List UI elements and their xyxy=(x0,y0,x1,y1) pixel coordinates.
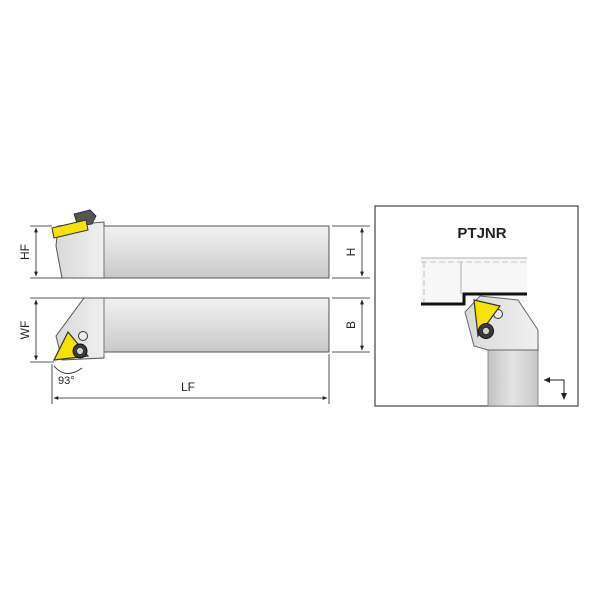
top-shank xyxy=(103,297,330,353)
h-dimension: H xyxy=(332,225,370,279)
wf-label: WF xyxy=(18,321,32,340)
panel-title: PTJNR xyxy=(457,225,506,242)
top-view: WF B 93° LF xyxy=(18,297,370,404)
side-view: HF H xyxy=(18,209,370,279)
top-screw-hole xyxy=(78,331,88,341)
h-label: H xyxy=(344,248,358,257)
side-shank xyxy=(103,225,330,279)
application-panel: PTJNR xyxy=(374,205,579,407)
side-head xyxy=(55,221,105,279)
b-label: B xyxy=(344,321,358,329)
hf-dimension: HF xyxy=(18,225,62,279)
lf-label: LF xyxy=(181,380,195,394)
angle-annotation: 93° xyxy=(53,365,83,387)
angle-label: 93° xyxy=(58,375,75,387)
hf-label: HF xyxy=(18,244,32,260)
panel-tool xyxy=(464,295,539,407)
side-insert xyxy=(51,219,89,239)
feed-direction-arrow xyxy=(544,377,567,400)
wf-dimension: WF xyxy=(18,297,84,363)
workpiece xyxy=(421,257,527,306)
b-dimension: B xyxy=(332,297,370,353)
lf-dimension: LF xyxy=(51,354,330,404)
